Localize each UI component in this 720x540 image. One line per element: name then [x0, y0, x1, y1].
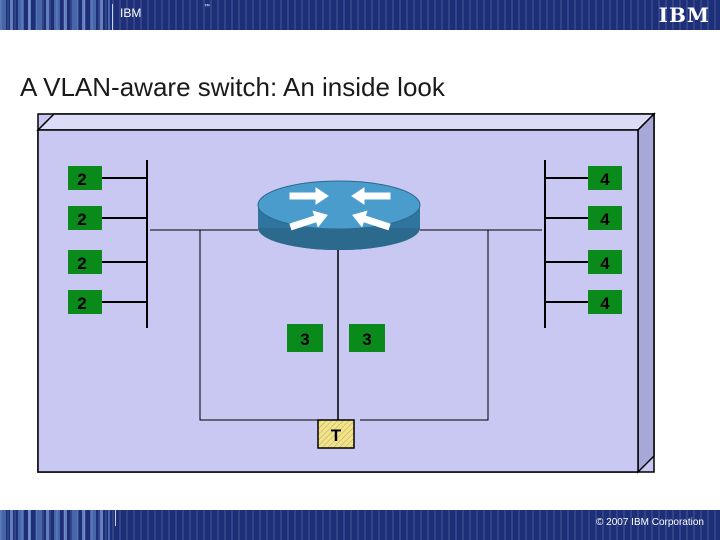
port-right-2-label: 4 — [600, 210, 610, 229]
header-trademark: ™ — [204, 4, 210, 10]
port-right-4 — [588, 290, 622, 314]
port-bottom-2 — [349, 324, 385, 352]
header-bar: IBM ™ IBM — [0, 0, 720, 30]
header-brand: IBM — [120, 6, 142, 20]
footer-divider — [115, 510, 116, 526]
vlan-switch-diagram: 2 2 2 2 4 4 4 4 3 3 T — [36, 112, 656, 474]
router-icon — [257, 180, 421, 250]
header-stripes — [0, 0, 720, 30]
port-right-1 — [588, 166, 622, 190]
trunk-port-label: T — [331, 426, 342, 445]
port-left-1 — [68, 166, 102, 190]
port-left-2 — [68, 206, 102, 230]
port-right-1-label: 4 — [600, 170, 610, 189]
port-bottom-1-label: 3 — [300, 330, 309, 349]
port-right-3-label: 4 — [600, 254, 610, 273]
port-bottom-2-label: 3 — [362, 330, 371, 349]
trunk-port — [317, 419, 355, 449]
slide-title: A VLAN-aware switch: An inside look — [20, 72, 445, 102]
switch-panel-side — [637, 112, 655, 474]
port-left-1-label: 2 — [77, 170, 86, 189]
port-left-3 — [68, 250, 102, 274]
port-right-4-label: 4 — [600, 294, 610, 313]
port-right-3 — [588, 250, 622, 274]
trunk-link-left — [199, 230, 318, 421]
footer-stripes — [0, 510, 720, 540]
ibm-logo: IBM — [658, 3, 710, 27]
port-left-2-label: 2 — [77, 210, 86, 229]
port-right-2 — [588, 206, 622, 230]
copyright-text: © 2007 IBM Corporation — [596, 517, 704, 528]
footer-pattern — [0, 510, 110, 540]
switch-panel-top — [36, 113, 656, 131]
header-divider — [112, 4, 113, 30]
header-pattern — [0, 0, 110, 30]
port-left-4-label: 2 — [77, 294, 86, 313]
port-left-3-label: 2 — [77, 254, 86, 273]
port-left-4 — [68, 290, 102, 314]
port-bottom-1 — [287, 324, 323, 352]
footer-bar: © 2007 IBM Corporation — [0, 510, 720, 540]
trunk-link-right — [360, 230, 489, 421]
